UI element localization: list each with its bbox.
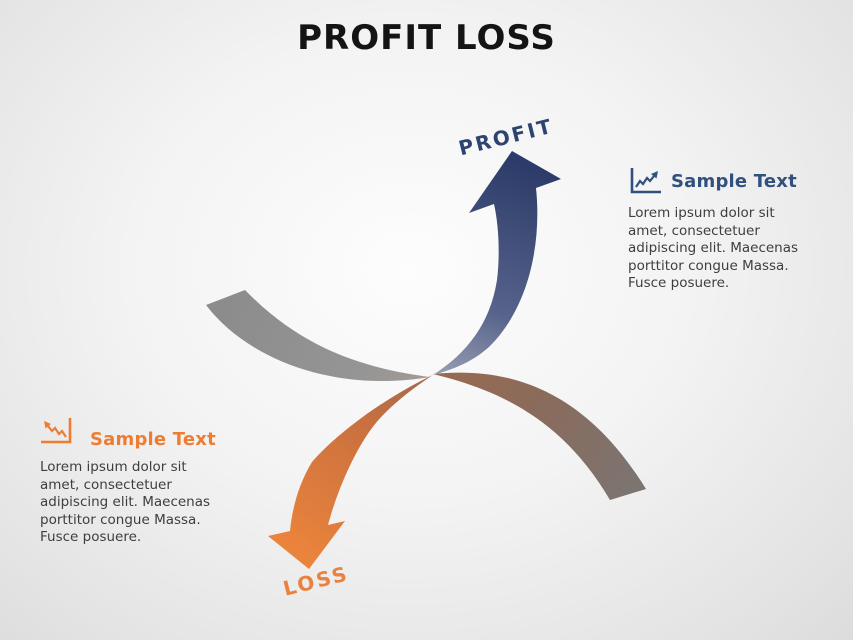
gray-ribbon-lower-right bbox=[433, 372, 646, 500]
trend-chart-icon bbox=[628, 166, 662, 196]
loss-callout: Sample Text Lorem ipsum dolor sit amet, … bbox=[40, 416, 240, 547]
callout-body: Lorem ipsum dolor sit amet, consectetuer… bbox=[628, 205, 799, 292]
callout-heading: Sample Text bbox=[671, 171, 797, 192]
callout-heading: Sample Text bbox=[90, 429, 216, 450]
loss-arrow-shape bbox=[268, 375, 433, 569]
profit-arrow-shape bbox=[433, 151, 561, 375]
gray-ribbon-upper-left bbox=[206, 290, 430, 382]
trend-chart-icon bbox=[40, 416, 74, 446]
callout-body: Lorem ipsum dolor sit amet, consectetuer… bbox=[40, 459, 211, 546]
page-title: PROFIT LOSS bbox=[297, 18, 556, 58]
profit-callout: Sample Text Lorem ipsum dolor sit amet, … bbox=[628, 166, 828, 293]
